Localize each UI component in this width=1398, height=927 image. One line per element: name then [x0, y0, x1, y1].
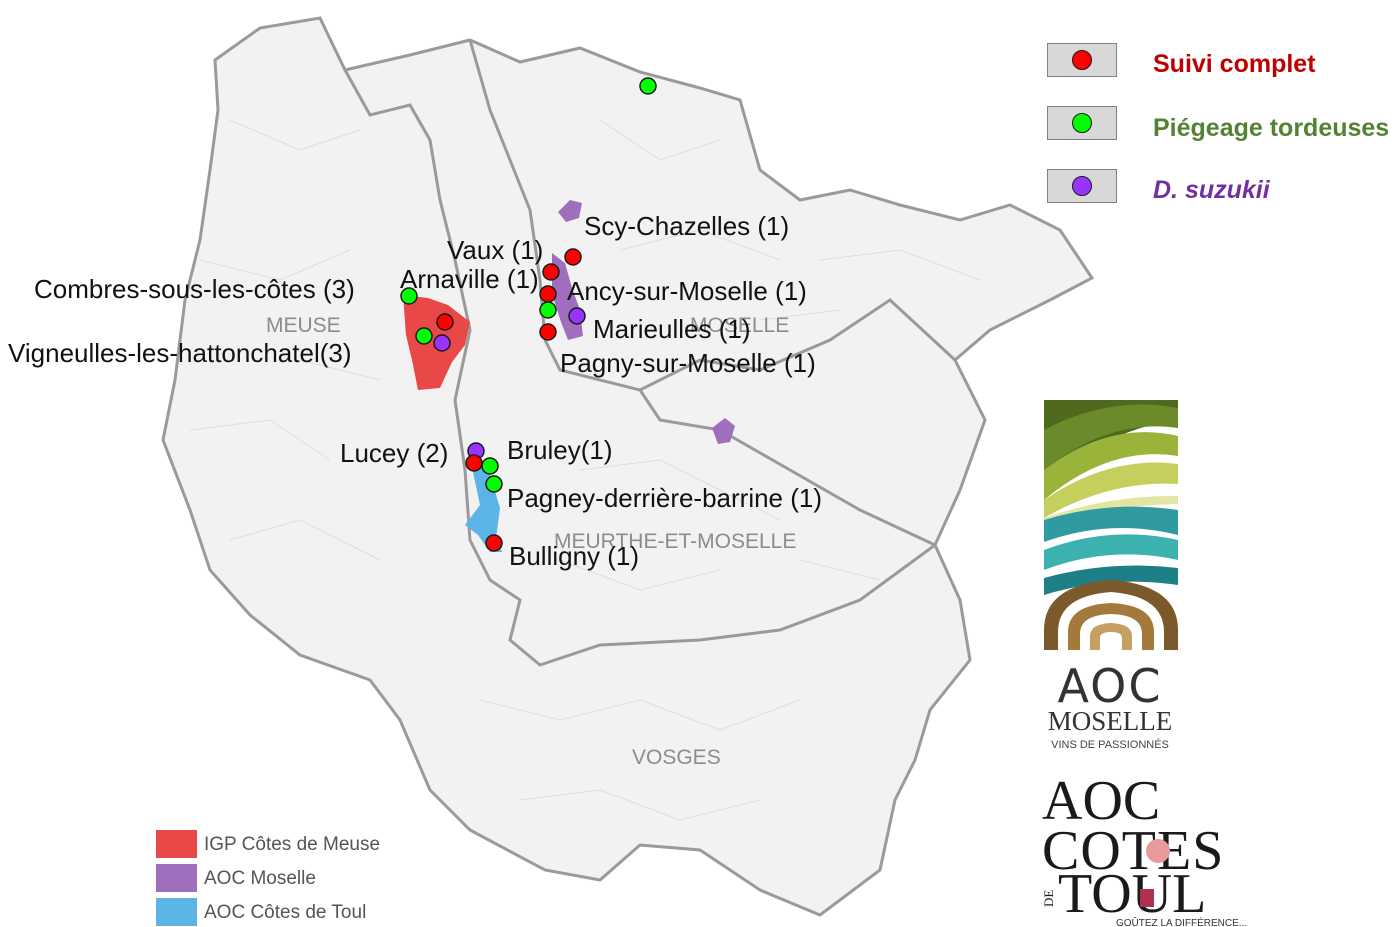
marker-suzukii	[568, 307, 586, 325]
marker-suivi-complet	[436, 313, 454, 331]
site-label-lucey: Lucey (2)	[340, 438, 448, 468]
zone-label-aoc-toul: AOC Côtes de Toul	[204, 902, 367, 923]
zone-label-igp-meuse: IGP Côtes de Meuse	[204, 834, 381, 855]
marker-piegeage	[481, 457, 499, 475]
marker-piegeage	[415, 327, 433, 345]
legend-swatch-suzukii	[1047, 169, 1117, 203]
legend-label-suzukii: D. suzukii	[1153, 176, 1270, 204]
aoc-moselle-tagline: VINS DE PASSIONNÉS	[1051, 738, 1169, 751]
marker-suivi-complet	[465, 454, 483, 472]
marker-suivi-complet	[485, 534, 503, 552]
marker-piegeage	[485, 475, 503, 493]
site-label-combres: Combres-sous-les-côtes (3)	[34, 274, 355, 304]
department-label-meurthe-et-moselle: MEURTHE-ET-MOSELLE	[554, 530, 796, 553]
site-label-scy-chazelles: Scy-Chazelles (1)	[584, 211, 789, 241]
marker-piegeage	[539, 301, 557, 319]
marker-suzukii	[433, 334, 451, 352]
marker-piegeage	[400, 287, 418, 305]
wine-drop-icon	[1140, 889, 1154, 907]
site-label-arnaville: Arnaville (1)	[400, 264, 539, 294]
vineyard-rows-icon	[1044, 400, 1178, 650]
department-label-meuse: MEUSE	[266, 314, 341, 337]
toul-logo-tagline: GOÛTEZ LA DIFFÉRENCE...	[1116, 916, 1247, 927]
toul-logo-de: DE	[1041, 890, 1056, 907]
toul-logo-line2: COTES	[1042, 820, 1224, 882]
zone-swatch-aoc-toul	[156, 898, 197, 926]
aoc-cotes-de-toul-logo: AOC COTES DE TOUL GOÛTEZ LA DIFFÉRENCE..…	[1041, 770, 1247, 927]
legend-label-suivi-complet: Suivi complet	[1153, 50, 1316, 78]
aoc-moselle-logo: AOC MOSELLE VINS DE PASSIONNÉS	[1044, 400, 1178, 751]
legend-label-piegeage: Piégeage tordeuses	[1153, 114, 1390, 142]
marker-suivi-complet	[539, 285, 557, 303]
site-label-bulligny: Bulligny (1)	[509, 541, 639, 571]
purple-dot-icon	[1072, 176, 1092, 196]
department-label-moselle: MOSELLE	[690, 314, 789, 337]
zone-aoc-cotes-de-toul	[465, 458, 502, 552]
marker-suivi-complet	[564, 248, 582, 266]
department-label-vosges: VOSGES	[632, 746, 721, 769]
zone-label-aoc-moselle: AOC Moselle	[204, 868, 316, 889]
legend-swatch-piegeage	[1047, 106, 1117, 140]
aoc-moselle-name: MOSELLE	[1048, 706, 1173, 736]
department-borders	[343, 39, 957, 667]
aoc-moselle-title: AOC	[1058, 659, 1163, 713]
zone-swatch-aoc-moselle	[156, 864, 197, 892]
site-label-vigneulles: Vigneulles-les-hattonchatel(3)	[8, 338, 352, 368]
commune-borders	[189, 119, 981, 821]
green-dot-icon	[1072, 113, 1092, 133]
site-label-pagny-sur-moselle: Pagny-sur-Moselle (1)	[560, 348, 816, 378]
site-label-marieulles: Marieulles (1)	[593, 314, 751, 344]
toul-logo-line3: TOUL	[1058, 863, 1206, 925]
region-outline	[161, 16, 1095, 917]
marker-suivi-complet	[542, 263, 560, 281]
red-dot-icon	[1072, 50, 1092, 70]
site-label-vaux: Vaux (1)	[447, 235, 543, 265]
site-label-ancy: Ancy-sur-Moselle (1)	[567, 276, 807, 306]
marker-piegeage	[639, 77, 657, 95]
site-label-bruley: Bruley(1)	[507, 435, 612, 465]
site-label-pagney: Pagney-derrière-barrine (1)	[507, 483, 822, 513]
marker-suivi-complet	[539, 323, 557, 341]
site-markers	[400, 77, 657, 552]
toul-logo-line1: AOC	[1042, 770, 1160, 832]
legend-swatch-suivi-complet	[1047, 43, 1117, 77]
wine-glass-icon	[1146, 839, 1170, 863]
zone-swatch-igp-meuse	[156, 830, 197, 858]
